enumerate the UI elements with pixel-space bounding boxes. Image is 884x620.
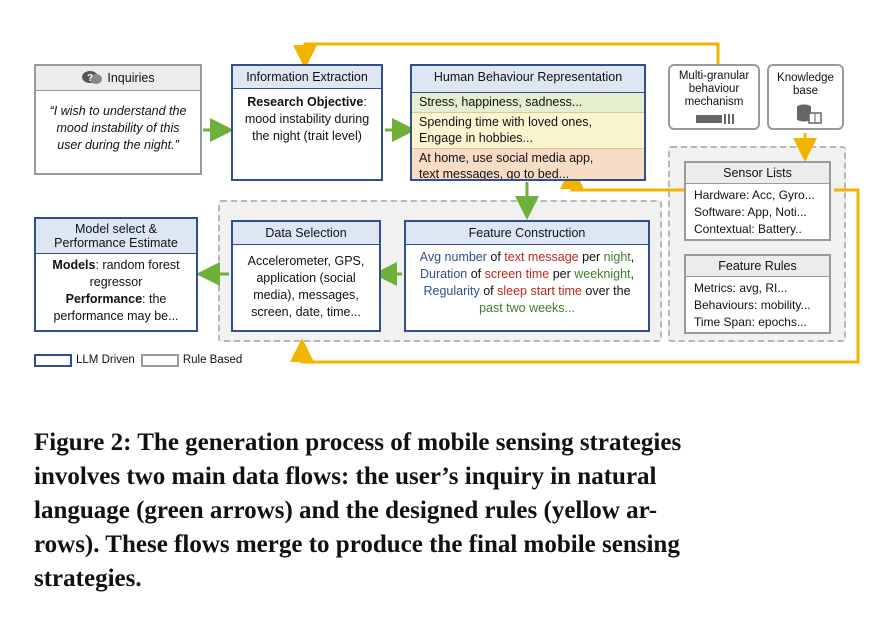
knowledge-base-box: Knowledge base xyxy=(767,64,844,130)
legend-rule-swatch xyxy=(140,353,179,367)
data-selection-box: Data Selection Accelerometer, GPS, appli… xyxy=(231,220,381,332)
feature-line-1: Avg number of text message per night, xyxy=(419,250,635,264)
multi-granular-label: Multi-granular behaviour mechanism xyxy=(678,70,750,108)
knowledge-base-label: Knowledge base xyxy=(777,72,834,97)
information-extraction-header: Information Extraction xyxy=(233,66,381,89)
model-select-box: Model select & Performance Estimate Mode… xyxy=(34,217,198,332)
hbr-header: Human Behaviour Representation xyxy=(412,66,644,93)
feature-construction-box: Feature Construction Avg number of text … xyxy=(404,220,650,332)
research-objective: Research Objective: mood instability dur… xyxy=(244,95,370,143)
yellow-arrow-top-loop xyxy=(293,42,720,69)
feature-line-2: Duration of screen time per weeknight, xyxy=(419,267,635,281)
feature-rule-item: Behaviours: mobility... xyxy=(694,298,811,312)
performance-text: : the performance may be... xyxy=(53,292,179,323)
legend-llm-label: LLM Driven xyxy=(76,354,135,366)
caption-line: involves two main data flows: the user’s… xyxy=(34,463,657,490)
research-objective-text: mood instability during the night (trait… xyxy=(244,112,370,143)
models-label: Models xyxy=(52,258,96,272)
models-text: : random forest regressor xyxy=(89,258,180,289)
data-selection-text: Accelerometer, GPS, application (social … xyxy=(247,254,365,319)
sensor-lists-header: Sensor Lists xyxy=(686,163,829,184)
feature-line-4: past two weeks... xyxy=(479,301,575,315)
legend: LLM Driven Rule Based xyxy=(34,352,242,368)
model-select-header: Model select & Performance Estimate xyxy=(36,219,196,254)
caption-line: rows). These flows merge to produce the … xyxy=(34,531,680,558)
multi-granular-mechanism-box: Multi-granular behaviour mechanism xyxy=(668,64,760,130)
feature-rules-header: Feature Rules xyxy=(686,256,829,277)
svg-text:?: ? xyxy=(87,73,93,84)
human-behaviour-representation-box: Human Behaviour Representation Stress, h… xyxy=(410,64,646,181)
bar-mechanism-icon xyxy=(696,114,734,124)
caption-line: language (green arrows) and the designed… xyxy=(34,497,658,524)
inquiry-quote: “I wish to understand the mood instabili… xyxy=(49,104,187,152)
caption-line: strategies. xyxy=(34,565,142,592)
hbr-row-emotion: Stress, happiness, sadness... xyxy=(412,93,644,113)
model-select-text: Models: random forest regressor Performa… xyxy=(36,254,196,325)
sensor-list-item: Software: App, Noti... xyxy=(694,205,807,219)
feature-rule-item: Metrics: avg, RI... xyxy=(694,281,788,295)
legend-llm-swatch xyxy=(34,353,72,367)
hbr-row-activity: Spending time with loved ones, Engage in… xyxy=(412,113,644,149)
inquiries-header: ? Inquiries xyxy=(36,66,200,91)
yellow-arrow-rules-bottom-loop xyxy=(290,188,860,364)
research-objective-label: Research Objective xyxy=(247,95,364,109)
feature-construction-text: Avg number of text message per night, Du… xyxy=(406,245,648,317)
feature-line-3: Regularity of sleep start time over the xyxy=(423,284,631,298)
feature-rules-box: Feature Rules Metrics: avg, RI... Behavi… xyxy=(684,254,831,334)
legend-rule-label: Rule Based xyxy=(182,354,243,366)
database-book-icon xyxy=(797,104,822,124)
information-extraction-box: Information Extraction Research Objectiv… xyxy=(231,64,383,181)
sensor-lists-box: Sensor Lists Hardware: Acc, Gyro... Soft… xyxy=(684,161,831,241)
sensor-list-item: Hardware: Acc, Gyro... xyxy=(694,188,815,202)
feature-rule-item: Time Span: epochs... xyxy=(694,315,807,329)
inquiries-box: ? Inquiries “I wish to understand the mo… xyxy=(34,64,202,175)
hbr-row-context: At home, use social media app, text mess… xyxy=(412,149,644,179)
data-selection-header: Data Selection xyxy=(233,222,379,245)
caption-line: Figure 2: The generation process of mobi… xyxy=(34,429,682,456)
figure-caption: Figure 2: The generation process of mobi… xyxy=(34,426,854,596)
chat-question-icon: ? xyxy=(82,71,103,84)
feature-construction-header: Feature Construction xyxy=(406,222,648,245)
sensor-list-item: Contextual: Battery.. xyxy=(694,222,802,236)
inquiries-title: Inquiries xyxy=(107,71,155,85)
performance-label: Performance xyxy=(65,292,143,306)
